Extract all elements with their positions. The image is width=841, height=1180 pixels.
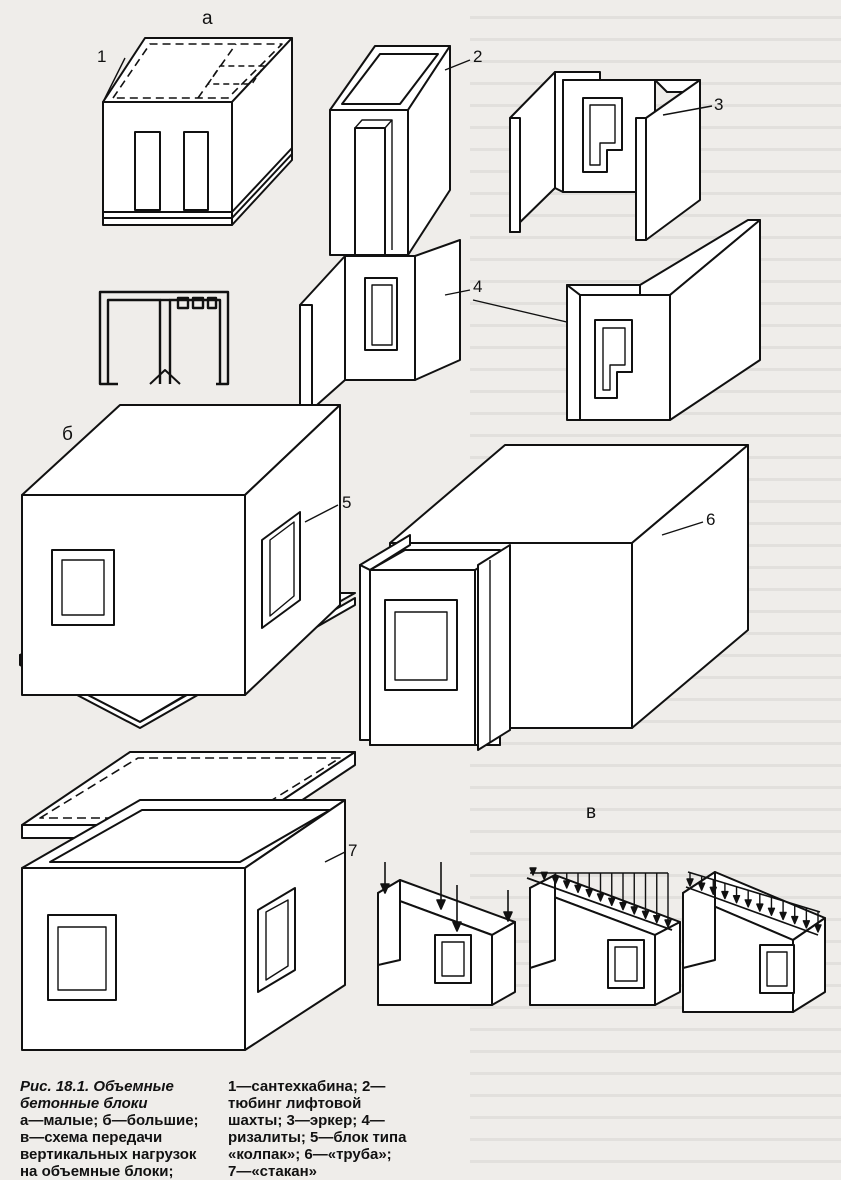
load-arrowhead bbox=[619, 901, 627, 911]
load-scheme-2 bbox=[526, 872, 681, 1006]
load-envelope-line bbox=[687, 871, 821, 913]
load-arrowhead bbox=[779, 911, 787, 921]
plan-sketch bbox=[98, 290, 230, 386]
section-label-a: а bbox=[202, 8, 213, 29]
mask-top bbox=[0, 0, 841, 12]
label-4: 4 bbox=[473, 277, 482, 296]
load-arrowhead bbox=[744, 899, 752, 908]
section-label-v: в bbox=[586, 802, 596, 823]
caption-left-line-6: на объемные блоки; bbox=[20, 1163, 174, 1180]
load-arrows-2 bbox=[529, 867, 672, 928]
label-3: 3 bbox=[714, 95, 723, 114]
load-arrowhead bbox=[574, 884, 582, 894]
load-scheme-3 bbox=[682, 871, 826, 1013]
load-arrowhead bbox=[641, 910, 650, 920]
caption-right-line-2: тюбинг лифтовой bbox=[228, 1095, 362, 1112]
label-5: 5 bbox=[342, 493, 351, 512]
block-4-risalit-right bbox=[566, 219, 761, 421]
load-arrowhead bbox=[585, 888, 593, 898]
block-2-lift-shaft bbox=[329, 45, 471, 256]
label-6: 6 bbox=[706, 510, 715, 529]
load-arrowhead bbox=[608, 897, 616, 907]
load-arrowhead bbox=[697, 882, 706, 891]
block-6-tube-block bbox=[359, 444, 749, 751]
label-1: 1 bbox=[97, 47, 106, 66]
caption-right-line-1: 1—сантехкабина; 2— bbox=[228, 1078, 386, 1095]
load-arrowhead bbox=[551, 875, 560, 885]
mask-caption bbox=[0, 1060, 470, 1180]
load-arrowhead bbox=[596, 893, 605, 902]
caption-left-line-4: в—схема передачи bbox=[20, 1129, 163, 1146]
load-arrowhead bbox=[686, 878, 694, 887]
load-arrowhead bbox=[721, 890, 729, 900]
load-arrowhead bbox=[756, 903, 764, 912]
label-7: 7 bbox=[348, 841, 357, 860]
block-7-glass-block bbox=[21, 751, 356, 1051]
load-arrowhead bbox=[791, 915, 799, 925]
load-arrowhead bbox=[630, 906, 638, 915]
label-2: 2 bbox=[473, 47, 482, 66]
load-arrowhead bbox=[653, 914, 661, 924]
load-arrowhead bbox=[767, 907, 776, 916]
load-arrows-3 bbox=[685, 871, 822, 936]
block-5-cap-block bbox=[19, 404, 356, 729]
caption-left-line-3: а—малые; б—большие; bbox=[20, 1112, 199, 1129]
caption-left: Рис. 18.1. Объемные бетонные блоки а—мал… bbox=[20, 1078, 210, 1180]
caption-right-line-4: ризалиты; 5—блок типа bbox=[228, 1129, 407, 1146]
load-scheme-1 bbox=[377, 862, 516, 1006]
load-arrowhead bbox=[529, 867, 537, 876]
load-base-line bbox=[685, 886, 819, 936]
load-arrowhead bbox=[664, 919, 672, 928]
load-arrowhead bbox=[814, 924, 822, 933]
caption-right: 1—сантехкабина; 2— тюбинг лифтовой шахты… bbox=[228, 1078, 448, 1180]
caption-right-line-6: 7—«стакан» bbox=[228, 1163, 317, 1180]
load-arrowhead bbox=[732, 895, 741, 904]
section-label-b: б bbox=[62, 424, 73, 445]
block-3-bay-window bbox=[509, 71, 701, 241]
load-arrowhead bbox=[802, 920, 811, 929]
caption-right-line-3: шахты; 3—эркер; 4— bbox=[228, 1112, 385, 1129]
caption-left-line-2: бетонные блоки bbox=[20, 1095, 148, 1112]
load-arrowhead bbox=[709, 886, 717, 896]
caption-right-line-5: «колпак»; 6—«труба»; bbox=[228, 1146, 392, 1163]
caption-left-line-1: Рис. 18.1. Объемные bbox=[20, 1078, 174, 1095]
load-arrowhead bbox=[540, 871, 548, 881]
block-4-risalit-left bbox=[299, 239, 461, 421]
block-1-sanitary-cabin bbox=[102, 37, 293, 226]
caption-left-line-5: вертикальных нагрузок bbox=[20, 1146, 197, 1163]
load-arrowhead bbox=[563, 880, 571, 889]
